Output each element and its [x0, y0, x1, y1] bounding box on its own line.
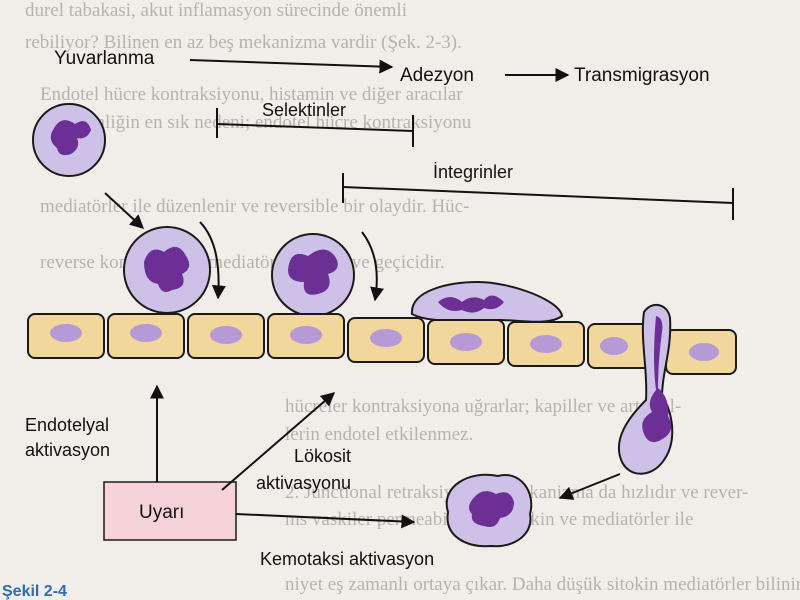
endothelial-cell-icon [27, 313, 105, 359]
neutrophil-cell-icon [32, 103, 106, 177]
bg-line: niyet eş zamanlı ortaya çıkar. Daha düşü… [285, 574, 800, 595]
integrins-inhibition-bar-icon [342, 173, 734, 220]
spreading-neutrophil-icon [410, 280, 564, 323]
label-leukocyte-activation-line2: aktivasyonu [256, 473, 351, 493]
endothelial-cell-icon [267, 313, 345, 359]
rolling-arrow-icon [199, 221, 226, 300]
neutrophil-cell-icon [445, 473, 533, 548]
stimulus-box [103, 481, 237, 541]
neutrophil-cell-icon [123, 226, 211, 314]
bg-line: geçirgenliğin en sık nedeni; endotel hüc… [40, 112, 472, 133]
endothelial-cell-icon [347, 317, 425, 363]
label-selectins: Selektinler [262, 100, 346, 120]
endothelial-cell-icon [427, 319, 505, 365]
bg-line: rebiliyor? Bilinen en az beş mekanizma v… [25, 32, 462, 53]
endothelial-cell-icon [507, 321, 585, 367]
bg-line: mediatörler ile düzenlenir ve reversible… [40, 196, 469, 217]
selectins-inhibition-bar-icon [216, 108, 414, 147]
arrow-icon [558, 473, 621, 500]
label-leukocyte-activation-line1: Lökosit [294, 446, 351, 466]
endothelial-cell-icon [187, 313, 265, 359]
label-integrins: İntegrinler [433, 162, 513, 182]
endothelial-cell-icon [107, 313, 185, 359]
transmigrating-neutrophil-icon [617, 303, 674, 475]
label-stimulus: Uyarı [139, 502, 184, 523]
arrow-icon [235, 513, 416, 529]
rolling-arrow-icon [361, 231, 384, 302]
arrow-icon [221, 392, 336, 491]
label-endothelial-activation-line2: aktivasyon [25, 440, 110, 460]
label-transmigration: Transmigrasyon [574, 65, 710, 86]
bg-line: reverse kontraksiyon, mediatörlere bağlı… [40, 252, 445, 273]
label-chemotaxis-activation: Kemotaksi aktivasyon [260, 549, 434, 569]
figure-label: Şekil 2-4 [2, 583, 67, 600]
label-rolling: Yuvarlanma [54, 48, 155, 69]
bg-line: durel tabakasi, akut inflamasyon sürecin… [25, 0, 407, 21]
endothelium-layer [27, 313, 737, 375]
label-adhesion: Adezyon [400, 65, 474, 86]
bg-line: Endotel hücre kontraksiyonu, histamin ve… [40, 84, 463, 105]
bg-line: hücreler kontraksiyona uğrarlar; kapille… [285, 396, 681, 417]
label-endothelial-activation-line1: Endotelyal [25, 415, 109, 435]
bg-line: lerin endotel etkilenmez. [285, 424, 473, 445]
arrow-icon [104, 192, 145, 229]
arrow-icon [189, 59, 394, 74]
neutrophil-cell-icon [271, 233, 355, 317]
endothelial-cell-icon [665, 329, 737, 375]
